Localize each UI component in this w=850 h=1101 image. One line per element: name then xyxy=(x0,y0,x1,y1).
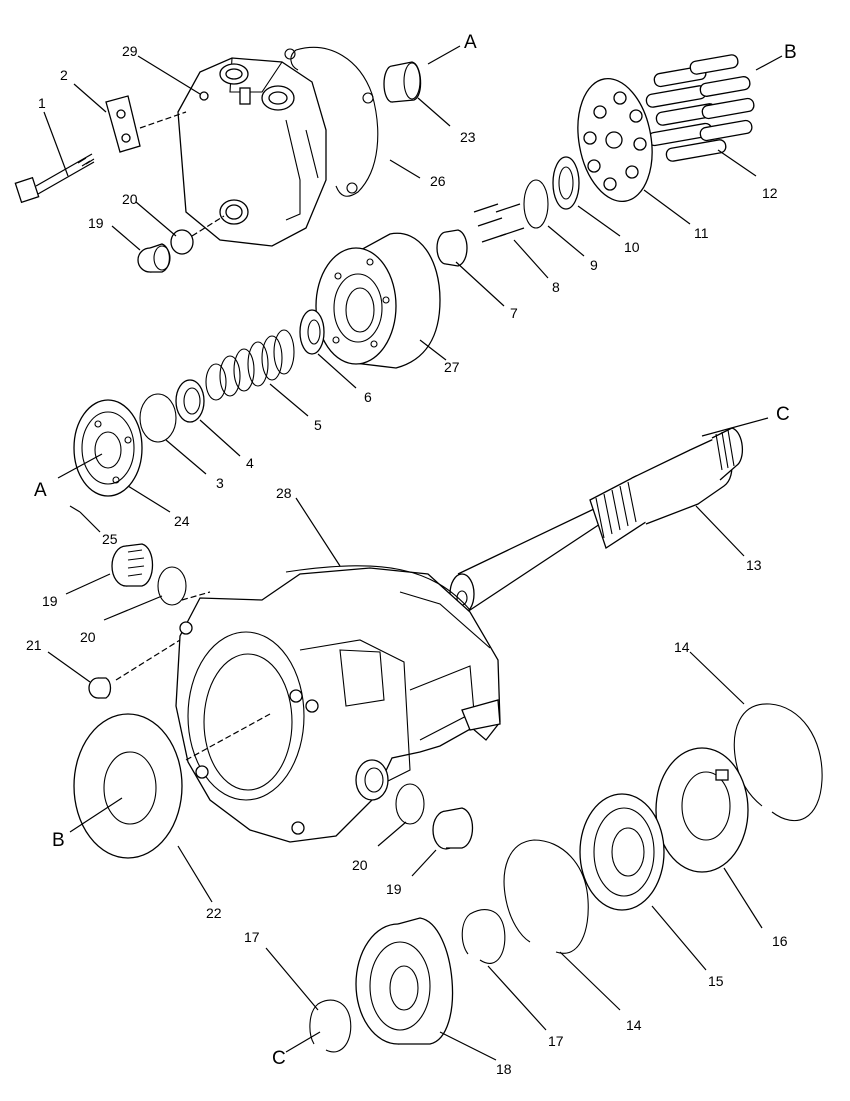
callout-14-upper: 14 xyxy=(674,639,690,655)
part-dowel xyxy=(88,677,112,699)
part-plate xyxy=(105,95,141,153)
part-cylinder-block xyxy=(315,232,441,369)
callout-8: 8 xyxy=(552,279,560,295)
part-plug-left xyxy=(111,543,154,587)
part-retainer-plate xyxy=(577,77,653,203)
part-bearing xyxy=(552,156,580,210)
part-o-ring-left xyxy=(157,566,187,606)
part-thrust-washer xyxy=(655,747,749,873)
part-sleeve xyxy=(383,61,422,103)
part-bearing-roller xyxy=(355,917,454,1045)
callout-20-top: 20 xyxy=(122,191,138,207)
callout-22: 22 xyxy=(206,905,222,921)
callout-24: 24 xyxy=(174,513,190,529)
part-snap-ring-small xyxy=(461,909,506,964)
callout-21: 21 xyxy=(26,637,42,653)
callout-10: 10 xyxy=(624,239,640,255)
callout-26: 26 xyxy=(430,173,446,189)
part-valve-plate xyxy=(73,399,143,497)
part-circlip xyxy=(309,999,352,1053)
callout-29: 29 xyxy=(122,43,138,59)
part-pins xyxy=(473,203,525,243)
callout-18: 18 xyxy=(496,1061,512,1077)
part-washer xyxy=(299,309,325,355)
part-o-ring xyxy=(170,229,194,255)
callout-4: 4 xyxy=(246,455,254,471)
part-bushing xyxy=(436,229,468,267)
ref-a-top: A xyxy=(464,32,477,53)
callout-25: 25 xyxy=(102,531,118,547)
callout-19-top: 19 xyxy=(88,215,104,231)
part-o-ring-right xyxy=(395,783,425,825)
callout-17-left: 17 xyxy=(244,929,260,945)
ref-b-top: B xyxy=(784,42,797,63)
part-gasket xyxy=(284,46,379,197)
callout-12: 12 xyxy=(762,185,778,201)
ref-b-left: B xyxy=(52,830,65,851)
part-plug-right xyxy=(432,807,474,850)
part-snap-ring-lower xyxy=(503,839,589,954)
part-spring xyxy=(205,329,295,401)
callout-15: 15 xyxy=(708,973,724,989)
callout-13: 13 xyxy=(746,557,762,573)
part-shaft xyxy=(449,427,743,615)
part-head-housing xyxy=(177,57,327,247)
callout-5: 5 xyxy=(314,417,322,433)
callout-11: 11 xyxy=(694,225,709,241)
callout-20-right: 20 xyxy=(352,857,368,873)
callout-7: 7 xyxy=(510,305,518,321)
callout-20-left: 20 xyxy=(80,629,96,645)
leader-lines xyxy=(43,45,783,1061)
callout-16: 16 xyxy=(772,933,788,949)
part-bearing-ball xyxy=(579,793,665,911)
callout-1: 1 xyxy=(38,95,46,111)
part-shim-disc xyxy=(73,713,183,859)
part-piston-set xyxy=(645,54,755,162)
ref-a-left: A xyxy=(34,480,47,501)
callout-17-right: 17 xyxy=(548,1033,564,1049)
callout-3: 3 xyxy=(216,475,224,491)
callout-2: 2 xyxy=(60,67,68,83)
callout-19-left: 19 xyxy=(42,593,58,609)
callout-19-right: 19 xyxy=(386,881,402,897)
callout-14-lower: 14 xyxy=(626,1017,642,1033)
part-main-housing xyxy=(175,565,501,843)
callout-6: 6 xyxy=(364,389,372,405)
callout-27: 27 xyxy=(444,359,460,375)
callout-23: 23 xyxy=(460,129,476,145)
part-snap-ring xyxy=(523,179,549,229)
part-o-ring-large xyxy=(139,393,177,443)
part-seal xyxy=(175,379,205,423)
part-dowel-pin xyxy=(69,505,81,513)
ref-c-bottom: C xyxy=(272,1048,286,1069)
part-bolt xyxy=(14,153,95,204)
callout-9: 9 xyxy=(590,257,598,273)
ref-c-top: C xyxy=(776,404,790,425)
callout-28: 28 xyxy=(276,485,292,501)
part-plug xyxy=(137,243,171,273)
